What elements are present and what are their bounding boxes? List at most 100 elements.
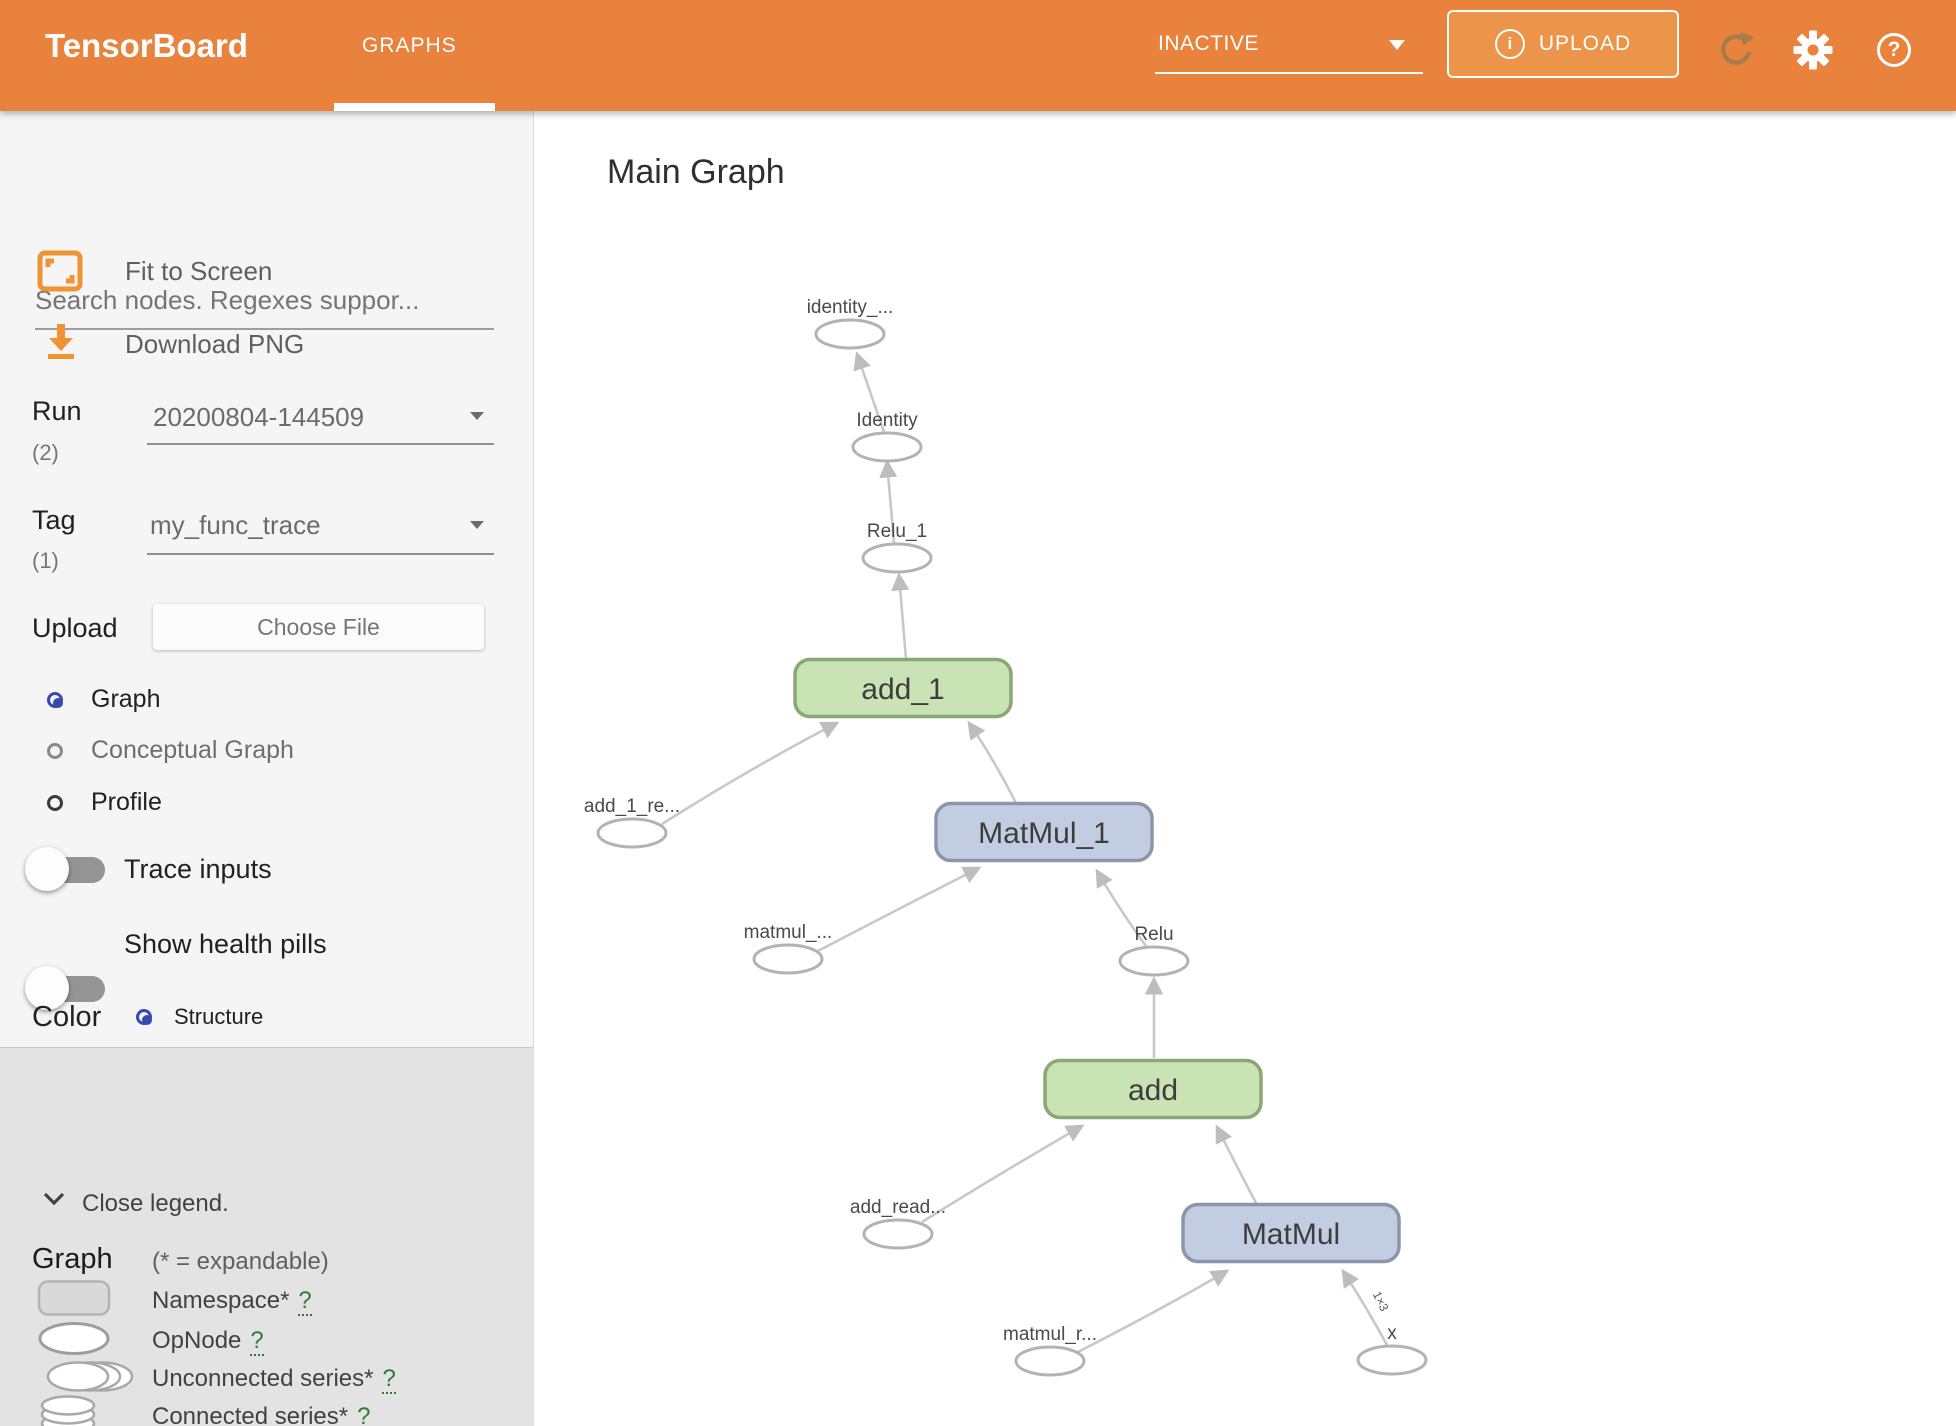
graph-node-identity_out[interactable]: identity_...	[807, 297, 894, 350]
show-health-pills-label: Show health pills	[124, 929, 327, 959]
toggle-show-health-pills[interactable]	[25, 966, 135, 1010]
color-structure-radio[interactable]: Structure	[136, 1004, 263, 1030]
run-underline	[147, 443, 494, 445]
graph-node-MatMul_1[interactable]: MatMul_1	[934, 801, 1154, 863]
chevron-down-icon	[42, 1190, 66, 1211]
graph-edge	[879, 459, 898, 544]
radio-profile-circle	[47, 794, 63, 811]
trace-inputs-label: Trace inputs	[124, 854, 272, 884]
graph-edge	[921, 1124, 1085, 1224]
node-label: Identity	[856, 410, 918, 431]
choose-file-button[interactable]: Choose File	[153, 604, 484, 650]
tab-active-underline	[334, 103, 495, 111]
node-label: MatMul_1	[978, 817, 1110, 850]
legend-item-namespace: Namespace*?	[0, 1279, 533, 1323]
node-label: MatMul	[1242, 1218, 1340, 1251]
close-legend-toggle[interactable]: Close legend.	[82, 1190, 229, 1217]
fit-to-screen-button[interactable]: Fit to Screen	[125, 256, 273, 286]
legend-panel: Close legend. Graph (* = expandable) Nam…	[0, 1047, 533, 1426]
graph-node-x[interactable]: x	[1356, 1323, 1428, 1376]
gear-icon[interactable]	[1791, 28, 1835, 72]
legend-heading: Graph	[32, 1243, 113, 1275]
fit-to-screen-icon[interactable]	[37, 250, 83, 297]
upload-section-label: Upload	[32, 613, 118, 643]
sidebar: Search nodes. Regexes suppor... Fit to S…	[0, 111, 534, 1426]
legend-item-unconnected-series: Unconnected series*?	[0, 1357, 533, 1401]
graph-node-matmul_r[interactable]: matmul_r...	[1003, 1324, 1097, 1377]
tag-select[interactable]: my_func_trace	[150, 510, 321, 540]
node-label: matmul_r...	[1003, 1324, 1097, 1345]
help-link[interactable]: ?	[298, 1287, 312, 1316]
refresh-icon[interactable]	[1713, 28, 1757, 72]
node-label: add_1	[861, 673, 944, 706]
tag-label: Tag	[32, 505, 76, 535]
node-label: add	[1128, 1074, 1178, 1107]
tab-graphs[interactable]: GRAPHS	[362, 34, 457, 57]
graph-edge	[815, 866, 982, 954]
radio-conceptual-graph[interactable]: Conceptual Graph	[47, 736, 294, 765]
toggle-trace-inputs[interactable]	[25, 847, 135, 891]
tag-underline	[147, 553, 494, 555]
opnode-shape	[36, 1320, 114, 1363]
legend-item-opnode: OpNode?	[0, 1319, 533, 1363]
structure-radio-circle	[136, 1009, 152, 1025]
graph-node-MatMul[interactable]: MatMul	[1181, 1202, 1401, 1264]
download-png-button[interactable]: Download PNG	[125, 329, 305, 359]
unconnected-series-shape	[36, 1359, 138, 1400]
radio-profile[interactable]: Profile	[47, 788, 162, 817]
node-label: x	[1387, 1323, 1397, 1344]
namespace-shape	[36, 1279, 114, 1324]
run-caret-icon	[470, 412, 484, 420]
run-select[interactable]: 20200804-144509	[153, 402, 365, 432]
info-icon: i	[1494, 29, 1525, 59]
help-icon[interactable]: ?	[1872, 28, 1916, 72]
graph-node-add_1_re[interactable]: add_1_re...	[584, 796, 680, 849]
node-label: add_1_re...	[584, 796, 680, 817]
node-label: identity_...	[807, 297, 894, 318]
node-label: matmul_...	[744, 922, 833, 943]
graph-node-add_1[interactable]: add_1	[793, 657, 1013, 719]
graph-node-Relu[interactable]: Relu	[1118, 924, 1190, 977]
legend-heading-note: (* = expandable)	[152, 1248, 329, 1275]
search-input[interactable]: Search nodes. Regexes suppor...	[35, 285, 420, 315]
help-link[interactable]: ?	[357, 1403, 371, 1426]
graph-node-Relu_1[interactable]: Relu_1	[861, 521, 933, 574]
graph-node-add_read[interactable]: add_read...	[850, 1197, 946, 1250]
color-label: Color	[32, 1001, 102, 1033]
dropdown-caret-icon	[1389, 40, 1405, 50]
upload-button[interactable]: i UPLOAD	[1447, 10, 1679, 78]
node-label: Relu_1	[867, 521, 927, 542]
tag-caret-icon	[470, 521, 484, 529]
inactive-underline	[1155, 72, 1423, 74]
node-label: add_read...	[850, 1197, 946, 1218]
tensorboard-logo: TensorBoard	[45, 27, 248, 64]
graph-edge	[1095, 868, 1148, 947]
search-underline	[35, 328, 494, 330]
help-link[interactable]: ?	[382, 1365, 396, 1394]
help-link[interactable]: ?	[250, 1327, 264, 1356]
graph-edge	[853, 351, 886, 433]
radio-graph[interactable]: Graph	[47, 685, 160, 714]
connected-series-shape	[36, 1394, 102, 1426]
page-title: Main Graph	[607, 153, 785, 191]
graph-edge	[661, 721, 840, 826]
graph-node-matmul_[interactable]: matmul_...	[744, 922, 833, 975]
inactive-dropdown[interactable]: INACTIVE	[1155, 24, 1423, 74]
node-label: Relu	[1134, 924, 1173, 945]
legend-item-connected-series: Connected series*?	[0, 1395, 533, 1426]
run-label: Run	[32, 396, 82, 426]
graph-node-Identity[interactable]: Identity	[851, 410, 923, 463]
graph-edge	[1341, 1268, 1389, 1346]
edge-shape-label: 1×3	[1370, 1289, 1392, 1314]
graph-node-add[interactable]: add	[1043, 1058, 1263, 1120]
radio-graph-circle	[47, 691, 63, 708]
inactive-label: INACTIVE	[1158, 32, 1259, 55]
graph-edge	[891, 572, 910, 660]
graph-edge	[1075, 1269, 1230, 1355]
radio-conceptual-circle	[47, 742, 63, 759]
download-png-icon[interactable]	[44, 322, 78, 365]
tag-count: (1)	[32, 548, 59, 573]
run-count: (2)	[32, 440, 59, 465]
